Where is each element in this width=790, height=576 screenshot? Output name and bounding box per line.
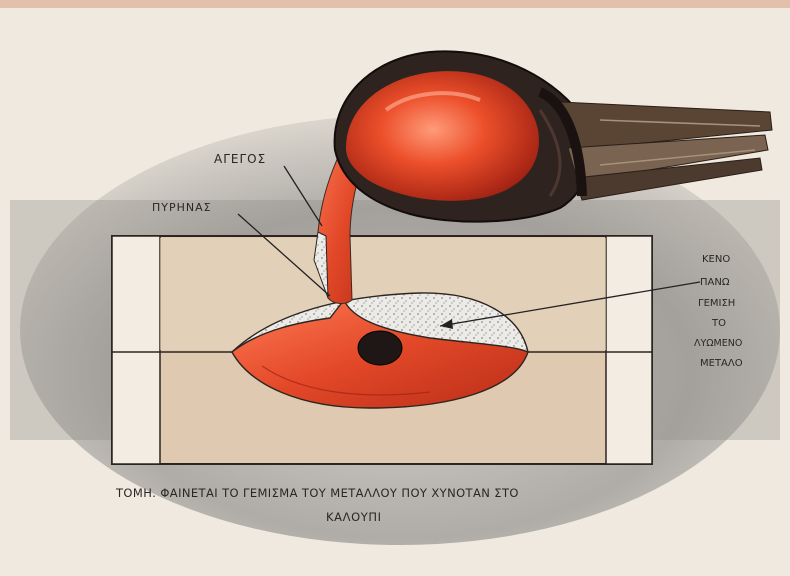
label-right-line-2: ΠΑΝΩ xyxy=(700,277,730,288)
label-right-line-5: ΛΥΩΜΕΝΟ xyxy=(694,338,742,349)
label-right-line-4: ΤΟ xyxy=(711,318,726,329)
mold-left-flask xyxy=(112,236,160,464)
label-top-left: ΑΓΕΓΟΣ xyxy=(214,152,266,166)
label-right-line-3: ΓΕΜΙΣΗ xyxy=(698,298,735,309)
paper-top-edge xyxy=(0,0,790,8)
label-middle-left: ΠΥΡΗΝΑΣ xyxy=(152,201,212,214)
label-right-line-1: ΚΕΝΟ xyxy=(702,254,730,265)
caption-line-2: ΚΑΛΟΥΠΙ xyxy=(326,510,382,524)
core xyxy=(358,331,402,365)
mold-right-flask xyxy=(606,236,652,464)
caption-line-1: ΤΟΜΗ. ΦΑΙΝΕΤΑΙ ΤΟ ΓΕΜΙΣΜΑ ΤΟΥ ΜΕΤΑΛΛΟΥ Π… xyxy=(115,486,519,500)
label-right-line-6: ΜΕΤΑΛΟ xyxy=(700,358,743,369)
